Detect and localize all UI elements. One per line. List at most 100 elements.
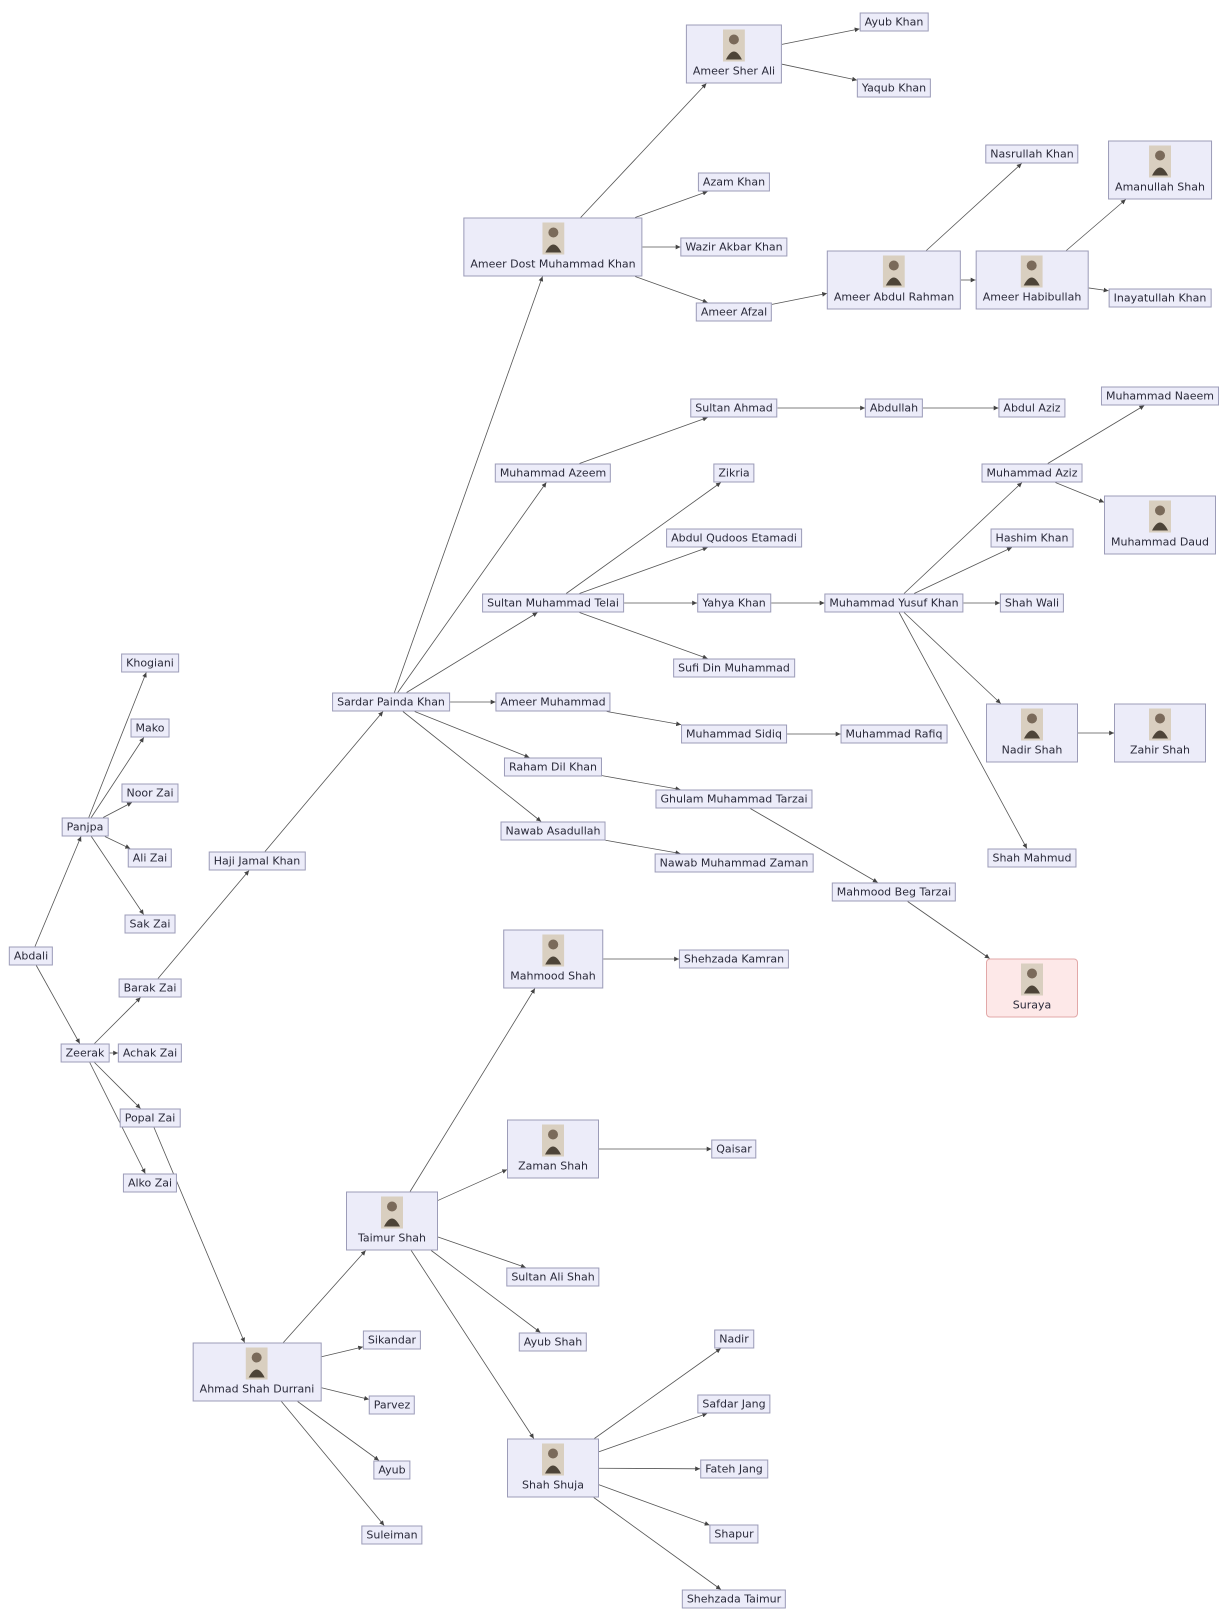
edge-shahshuja-fatehjang [598, 1466, 701, 1472]
node-label: Muhammad Rafiq [845, 727, 943, 741]
edge-muhammadaziz-muhammaddaud [1055, 482, 1105, 503]
portrait-icon [1149, 500, 1171, 533]
node-label: Qaisar [716, 1142, 752, 1156]
node-label: Ameer Afzal [700, 305, 768, 319]
node-label: Ayub Khan [864, 15, 924, 29]
portrait-icon [542, 1443, 564, 1476]
edge-abdulrahman-nasrullah [926, 163, 1022, 251]
node-amanullah: Amanullah Shah [1108, 140, 1212, 200]
node-label: Haji Jamal Khan [213, 854, 301, 868]
portrait-icon [882, 255, 905, 288]
node-sultanahmad: Sultan Ahmad [690, 398, 778, 418]
edge-panjpa-alizai [104, 836, 131, 849]
node-panjpa: Panjpa [61, 817, 109, 837]
edge-ahmadshah-suleiman [281, 1401, 385, 1526]
edge-ahmadshah-ayub [297, 1401, 380, 1461]
edge-mahmoodbeg-suraya [907, 901, 990, 959]
node-dostmuhammad: Ameer Dost Muhammad Khan [463, 217, 643, 277]
node-label: Hashim Khan [995, 531, 1069, 545]
node-nawabasadullah: Nawab Asadullah [500, 821, 606, 841]
node-label: Parvez [373, 1398, 411, 1412]
node-label: Mahmood Shah [510, 969, 596, 983]
node-label: Sultan Muhammad Telai [487, 596, 619, 610]
edge-habibullah-inayatullah [1088, 287, 1109, 293]
edge-yusufkhan-hashimkhan [913, 547, 1013, 594]
edge-panjpa-sakzai [91, 836, 144, 915]
node-qaisar: Qaisar [711, 1139, 757, 1159]
edge-popalzai-ahmadshah [153, 1127, 245, 1343]
node-label: Sikandar [367, 1333, 417, 1347]
node-label: Shah Wali [1004, 596, 1060, 610]
edge-zeerak-barakzai [94, 997, 141, 1044]
node-suleiman: Suleiman [361, 1525, 423, 1545]
node-abdulqudoos: Abdul Qudoos Etamadi [666, 528, 802, 548]
node-rahamdil: Raham Dil Khan [503, 757, 603, 777]
node-ameermuhammad: Ameer Muhammad [495, 692, 611, 712]
node-label: Ahmad Shah Durrani [199, 1382, 315, 1396]
node-label: Mako [135, 721, 165, 735]
node-abdulrahman: Ameer Abdul Rahman [826, 250, 962, 310]
node-label: Raham Dil Khan [508, 760, 598, 774]
edge-sultanmuhammad-sufidin [579, 612, 708, 660]
edge-hajijamal-sardarpainda [264, 711, 384, 852]
node-yaqubkhan: Yaqub Khan [856, 78, 932, 98]
node-label: Muhammad Yusuf Khan [829, 596, 959, 610]
node-label: Nawab Asadullah [505, 824, 601, 838]
edge-ameermuhammad-muhammadsidiq [606, 711, 682, 727]
node-ahmadshah: Ahmad Shah Durrani [192, 1342, 322, 1402]
node-label: Muhammad Aziz [986, 466, 1078, 480]
portrait-icon [541, 222, 564, 255]
node-label: Fateh Jang [705, 1462, 763, 1476]
node-azamkhan: Azam Khan [697, 172, 771, 192]
portrait-icon [1149, 708, 1171, 741]
node-label: Mahmood Beg Tarzai [836, 885, 952, 899]
node-hajijamal: Haji Jamal Khan [208, 851, 306, 871]
node-label: Nasrullah Khan [990, 147, 1074, 161]
node-label: Ameer Habibullah [982, 290, 1082, 304]
node-wazirakbar: Wazir Akbar Khan [680, 237, 788, 257]
node-label: Sardar Painda Khan [337, 695, 445, 709]
node-zamanshah: Zaman Shah [507, 1119, 599, 1179]
node-shehzadakamran: Shehzada Kamran [678, 949, 790, 969]
node-achakzai: Achak Zai [117, 1043, 183, 1063]
node-zahirshah: Zahir Shah [1114, 703, 1206, 763]
node-label: Shehzada Kamran [683, 952, 785, 966]
node-label: Nadir Shah [1001, 743, 1063, 757]
node-label: Nadir [719, 1332, 749, 1346]
node-ghulammuhammad: Ghulam Muhammad Tarzai [655, 789, 813, 809]
node-shahwali: Shah Wali [999, 593, 1065, 613]
node-label: Muhammad Sidiq [686, 727, 782, 741]
edge-dostmuhammad-ameerafzal [635, 276, 708, 304]
edge-taimurshah-ayubshah [431, 1250, 541, 1333]
node-label: Abdul Aziz [1003, 401, 1061, 415]
node-ayubshah: Ayub Shah [518, 1332, 588, 1352]
node-label: Taimur Shah [357, 1231, 427, 1245]
node-sardarpainda: Sardar Painda Khan [332, 692, 450, 712]
edge-ahmadshah-parvez [321, 1387, 370, 1401]
node-label: Ghulam Muhammad Tarzai [660, 792, 808, 806]
edge-sultanmuhammad-zikria [565, 482, 722, 594]
edge-shahshuja-shapur [598, 1484, 710, 1526]
edge-panjpa-noorzai [102, 802, 133, 818]
node-label: Abdullah [869, 401, 919, 415]
edge-sardarpainda-sultanmuhammad [406, 612, 538, 693]
edge-yusufkhan-shahmahmud [898, 612, 1028, 849]
node-label: Sultan Ali Shah [511, 1270, 595, 1284]
edge-yusufkhan-muhammadaziz [903, 482, 1023, 594]
node-abdullah: Abdullah [864, 398, 924, 418]
edge-panjpa-mako [90, 737, 145, 818]
edge-zeerak-alkozai [89, 1062, 146, 1174]
edge-zeerak-popalzai [94, 1062, 141, 1109]
node-mahmoodshah: Mahmood Shah [503, 929, 603, 989]
edge-ahmadshah-taimurshah [283, 1250, 366, 1343]
edge-dostmuhammad-azamkhan [635, 190, 708, 218]
edge-yusufkhan-nadirshah [903, 612, 1001, 704]
edge-barakzai-hajijamal [157, 870, 250, 979]
edge-ahmadshah-sikandar [321, 1345, 364, 1358]
edge-ameerafzal-abdulrahman [771, 291, 828, 305]
node-ayub: Ayub [373, 1460, 411, 1480]
node-barakzai: Barak Zai [118, 978, 182, 998]
node-mahmoodbeg: Mahmood Beg Tarzai [831, 882, 957, 902]
node-parvez: Parvez [368, 1395, 416, 1415]
portrait-icon [1021, 963, 1043, 996]
